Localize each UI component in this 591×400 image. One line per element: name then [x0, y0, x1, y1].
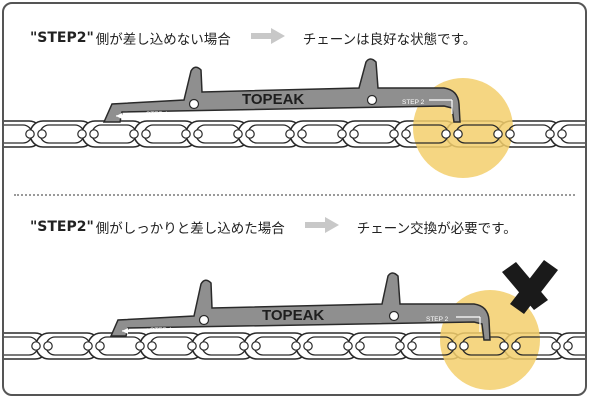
panel1-step1-label: STEP 1 [146, 111, 169, 118]
panel1-chain-front [4, 124, 585, 144]
panel1-step2-label: STEP 2 [402, 99, 425, 106]
panel2-caption: "STEP2" 側がしっかりと差し込めた場合 チェーン交換が必要です。 [30, 217, 517, 237]
panel2-step2-label: STEP 2 [426, 316, 449, 323]
panel1-illustration: STEP 1 STEP 2 TOPEAK [4, 58, 585, 178]
panel1-caption: "STEP2" 側が差し込めない場合 チェーンは良好な状態です。 [30, 28, 476, 48]
panel-divider [14, 194, 575, 196]
panel2-condition-text: 側がしっかりと差し込めた場合 [95, 221, 285, 237]
panel2-brand-logo: TOPEAK [262, 307, 324, 324]
illustration-frame: "STEP2" 側が差し込めない場合 チェーンは良好な状態です。 STEP 1 … [2, 2, 587, 396]
panel2-illustration: STEP 1 STEP 2 TOPEAK [4, 260, 585, 390]
panel2-step1-label: STEP 1 [150, 327, 173, 334]
panel2-result-text: チェーン交換が必要です。 [356, 221, 517, 237]
panel2-step-label: "STEP2" [30, 219, 94, 235]
panel2-chain [4, 332, 585, 360]
panel1-chain-checker-tool: STEP 1 STEP 2 TOPEAK [102, 58, 461, 123]
panel1-step-label: "STEP2" [30, 30, 94, 46]
cross-mark-icon [502, 260, 558, 314]
panel1-brand-logo: TOPEAK [242, 91, 304, 108]
panel1-result-text: チェーンは良好な状態です。 [302, 32, 477, 48]
right-arrow-icon [304, 217, 339, 237]
panel1-condition-text: 側が差し込めない場合 [95, 32, 231, 48]
right-arrow-icon [250, 28, 285, 48]
panel2-chain-front [4, 336, 585, 356]
panel2-chain-checker-tool: STEP 1 STEP 2 TOPEAK [109, 272, 491, 341]
